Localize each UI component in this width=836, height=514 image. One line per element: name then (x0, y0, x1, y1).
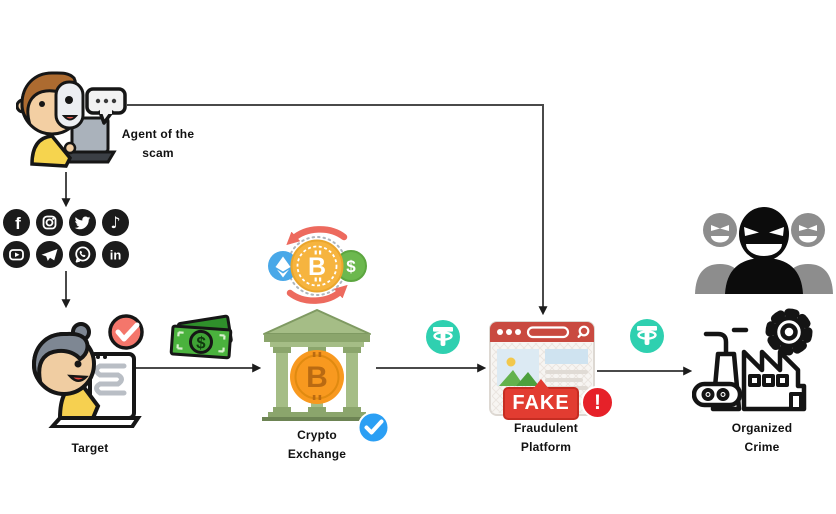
organized-crime-label: Organized Crime (731, 421, 793, 454)
laptop-base (48, 416, 142, 428)
target-hair (31, 331, 90, 387)
bitcoin-coin (290, 350, 344, 404)
svg-text:♪: ♪ (110, 213, 120, 232)
browser-address-bar (526, 326, 570, 339)
mask-icon (54, 80, 85, 130)
tiktok-icon: ♪ (102, 209, 129, 236)
verified-badge-icon (357, 411, 390, 444)
mountain-icon (499, 370, 524, 386)
check-icon (115, 322, 140, 342)
cycle-arrow-bottom (286, 284, 348, 304)
svg-text:f: f (15, 214, 21, 233)
youtube-icon (3, 241, 30, 268)
svg-text:B: B (306, 361, 328, 394)
screen-squiggle (94, 363, 127, 396)
exchange-cycle-icon: $ B (268, 226, 367, 304)
agent-illustration (16, 71, 117, 168)
gear-icon (765, 308, 813, 356)
target-label: Target (71, 441, 109, 455)
browser-header (490, 322, 594, 342)
target-eye (74, 360, 82, 368)
target-illustration (31, 314, 144, 428)
tether-coin-icon (630, 319, 664, 353)
check-badge (108, 314, 144, 350)
target-mouth (67, 374, 89, 382)
instagram-icon (36, 209, 63, 236)
facebook-icon: f (3, 209, 30, 236)
mask-eye (65, 96, 73, 104)
crime-group-icon (695, 207, 833, 294)
speech-bubble-icon (85, 87, 127, 125)
agent-shirt (30, 134, 73, 168)
sun-icon (506, 357, 516, 367)
connector-agent-to-platform (127, 104, 548, 316)
fake-stamp: FAKE (503, 379, 579, 420)
search-icon (578, 325, 590, 337)
svg-text:$: $ (346, 257, 356, 276)
mask-mouth (61, 115, 79, 121)
svg-text:in: in (110, 248, 122, 263)
crypto-exchange-bank-icon: B (262, 309, 372, 421)
tether-coin-icon (426, 320, 460, 354)
cycle-arrow-top (286, 226, 348, 246)
alert-icon: ! (581, 386, 614, 419)
fraudulent-platform-label: Fraudulent Platform (514, 421, 578, 454)
factory-icon (692, 308, 813, 412)
fake-stamp-text: FAKE (512, 392, 570, 414)
svg-text:$: $ (196, 333, 207, 353)
factory-door (789, 392, 803, 411)
crypto-exchange-label: Crypto Exchange (287, 428, 347, 461)
twitter-icon (69, 209, 96, 236)
telegram-icon (36, 241, 63, 268)
stamp-pointer (533, 379, 549, 389)
agent-eye (39, 101, 45, 107)
whatsapp-icon (69, 241, 96, 268)
svg-text:B: B (308, 253, 326, 281)
social-icons-grid: f ♪ (3, 209, 129, 268)
boss-center (725, 207, 803, 294)
money-icon: $ (169, 314, 233, 360)
agent-label: Agent of the scam (121, 127, 195, 160)
linkedin-icon: in (102, 241, 129, 268)
bitcoin-coin (290, 239, 344, 293)
agent-hand (63, 141, 77, 155)
